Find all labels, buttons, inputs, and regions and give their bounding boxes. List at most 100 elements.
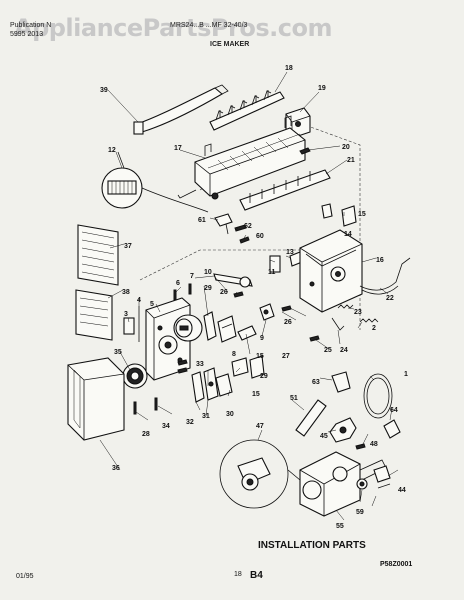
label-35: 35	[114, 349, 122, 356]
label-47: 47	[256, 423, 264, 430]
label-29-top: 29	[204, 285, 212, 292]
arm-10	[213, 273, 253, 288]
label-10: 10	[204, 269, 212, 276]
publication-number: 5995 2013	[10, 31, 43, 38]
label-32: 32	[186, 419, 194, 426]
label-5: 5	[150, 301, 154, 308]
footer-date: 01/95	[16, 573, 34, 580]
nut-59	[356, 478, 368, 490]
clip-11	[269, 255, 281, 273]
label-3: 3	[124, 311, 128, 318]
gear-35	[122, 363, 148, 389]
switch-32	[191, 371, 205, 403]
label-12: 12	[108, 147, 116, 154]
label-44: 44	[398, 487, 406, 494]
valve-assembly-55	[299, 451, 387, 517]
watermark: AppliancePartsPros.com	[14, 14, 332, 42]
clip-14	[321, 203, 333, 219]
label-63: 63	[312, 379, 320, 386]
screw-26b	[281, 305, 292, 312]
diagram-code: P58Z0001	[380, 561, 412, 568]
label-4: 4	[137, 297, 141, 304]
label-23: 23	[354, 309, 362, 316]
label-6: 6	[176, 280, 180, 287]
mold-17	[177, 115, 306, 200]
cover-38	[75, 289, 113, 341]
label-7: 7	[190, 273, 194, 280]
wire-harness-12	[101, 151, 209, 213]
section-title: ICE MAKER	[210, 41, 249, 48]
lever-27	[259, 303, 275, 321]
screw-20	[299, 147, 311, 155]
clamp-64	[383, 419, 401, 439]
label-45: 45	[320, 433, 328, 440]
label-37: 37	[124, 243, 132, 250]
shutoff-arm-22	[359, 257, 411, 295]
switch-31	[203, 367, 219, 401]
ejector-18	[209, 90, 285, 131]
stripper-21	[239, 169, 331, 211]
label-9: 9	[260, 335, 264, 342]
label-48: 48	[370, 441, 378, 448]
label-18: 18	[285, 65, 293, 72]
screw-28	[133, 401, 137, 415]
label-15-low: 15	[252, 391, 260, 398]
screw-26a	[233, 291, 244, 298]
tube-1	[363, 373, 393, 419]
label-15-top: 15	[358, 211, 366, 218]
label-21: 21	[347, 157, 355, 164]
spring-2	[359, 318, 379, 323]
leader-lines	[99, 71, 399, 521]
label-20: 20	[342, 144, 350, 151]
label-15-mid: 15	[256, 353, 264, 360]
label-22: 22	[386, 295, 394, 302]
label-26-left: 26	[220, 289, 228, 296]
label-29-low: 29	[260, 373, 268, 380]
label-39: 39	[100, 87, 108, 94]
assembly-boundary-lower	[139, 249, 300, 281]
label-38: 38	[122, 289, 130, 296]
label-59: 59	[356, 509, 364, 516]
label-30: 30	[226, 411, 234, 418]
label-16: 16	[376, 257, 384, 264]
label-1: 1	[404, 371, 408, 378]
label-28: 28	[142, 431, 150, 438]
screw-34	[154, 397, 158, 411]
footer-page-small: 18	[234, 571, 242, 578]
front-cover-36	[67, 357, 125, 441]
label-60: 60	[256, 233, 264, 240]
callout-47	[219, 439, 301, 509]
model-number: MRS24...B ...MF 32-40/3	[170, 22, 248, 29]
label-64: 64	[390, 407, 398, 414]
lever-24	[331, 317, 345, 331]
lever-8	[237, 325, 257, 341]
switch-15b	[249, 355, 265, 379]
fitting-44	[373, 465, 391, 489]
label-34: 34	[162, 423, 170, 430]
label-31: 31	[202, 413, 210, 420]
label-27: 27	[282, 353, 290, 360]
label-2: 2	[372, 325, 376, 332]
clamp-63	[331, 371, 351, 393]
footer-page: B4	[250, 570, 263, 581]
label-14: 14	[344, 231, 352, 238]
screw-48	[355, 443, 366, 450]
label-61: 61	[198, 217, 206, 224]
insulation-37	[77, 224, 119, 286]
label-51: 51	[290, 395, 298, 402]
label-26-right: 26	[284, 319, 292, 326]
screw-25	[309, 335, 320, 342]
label-13: 13	[286, 249, 294, 256]
publication-label: Publication N	[10, 22, 51, 29]
label-24: 24	[340, 347, 348, 354]
fill-tube-39	[133, 84, 229, 135]
spring-23	[337, 304, 354, 309]
label-33: 33	[196, 361, 204, 368]
switch-29a	[203, 311, 217, 341]
tube-51	[295, 399, 327, 437]
nut-45	[329, 417, 357, 443]
label-55: 55	[336, 523, 344, 530]
installation-parts-title: INSTALLATION PARTS	[258, 540, 366, 551]
label-8: 8	[232, 351, 236, 358]
label-62: 62	[244, 223, 252, 230]
